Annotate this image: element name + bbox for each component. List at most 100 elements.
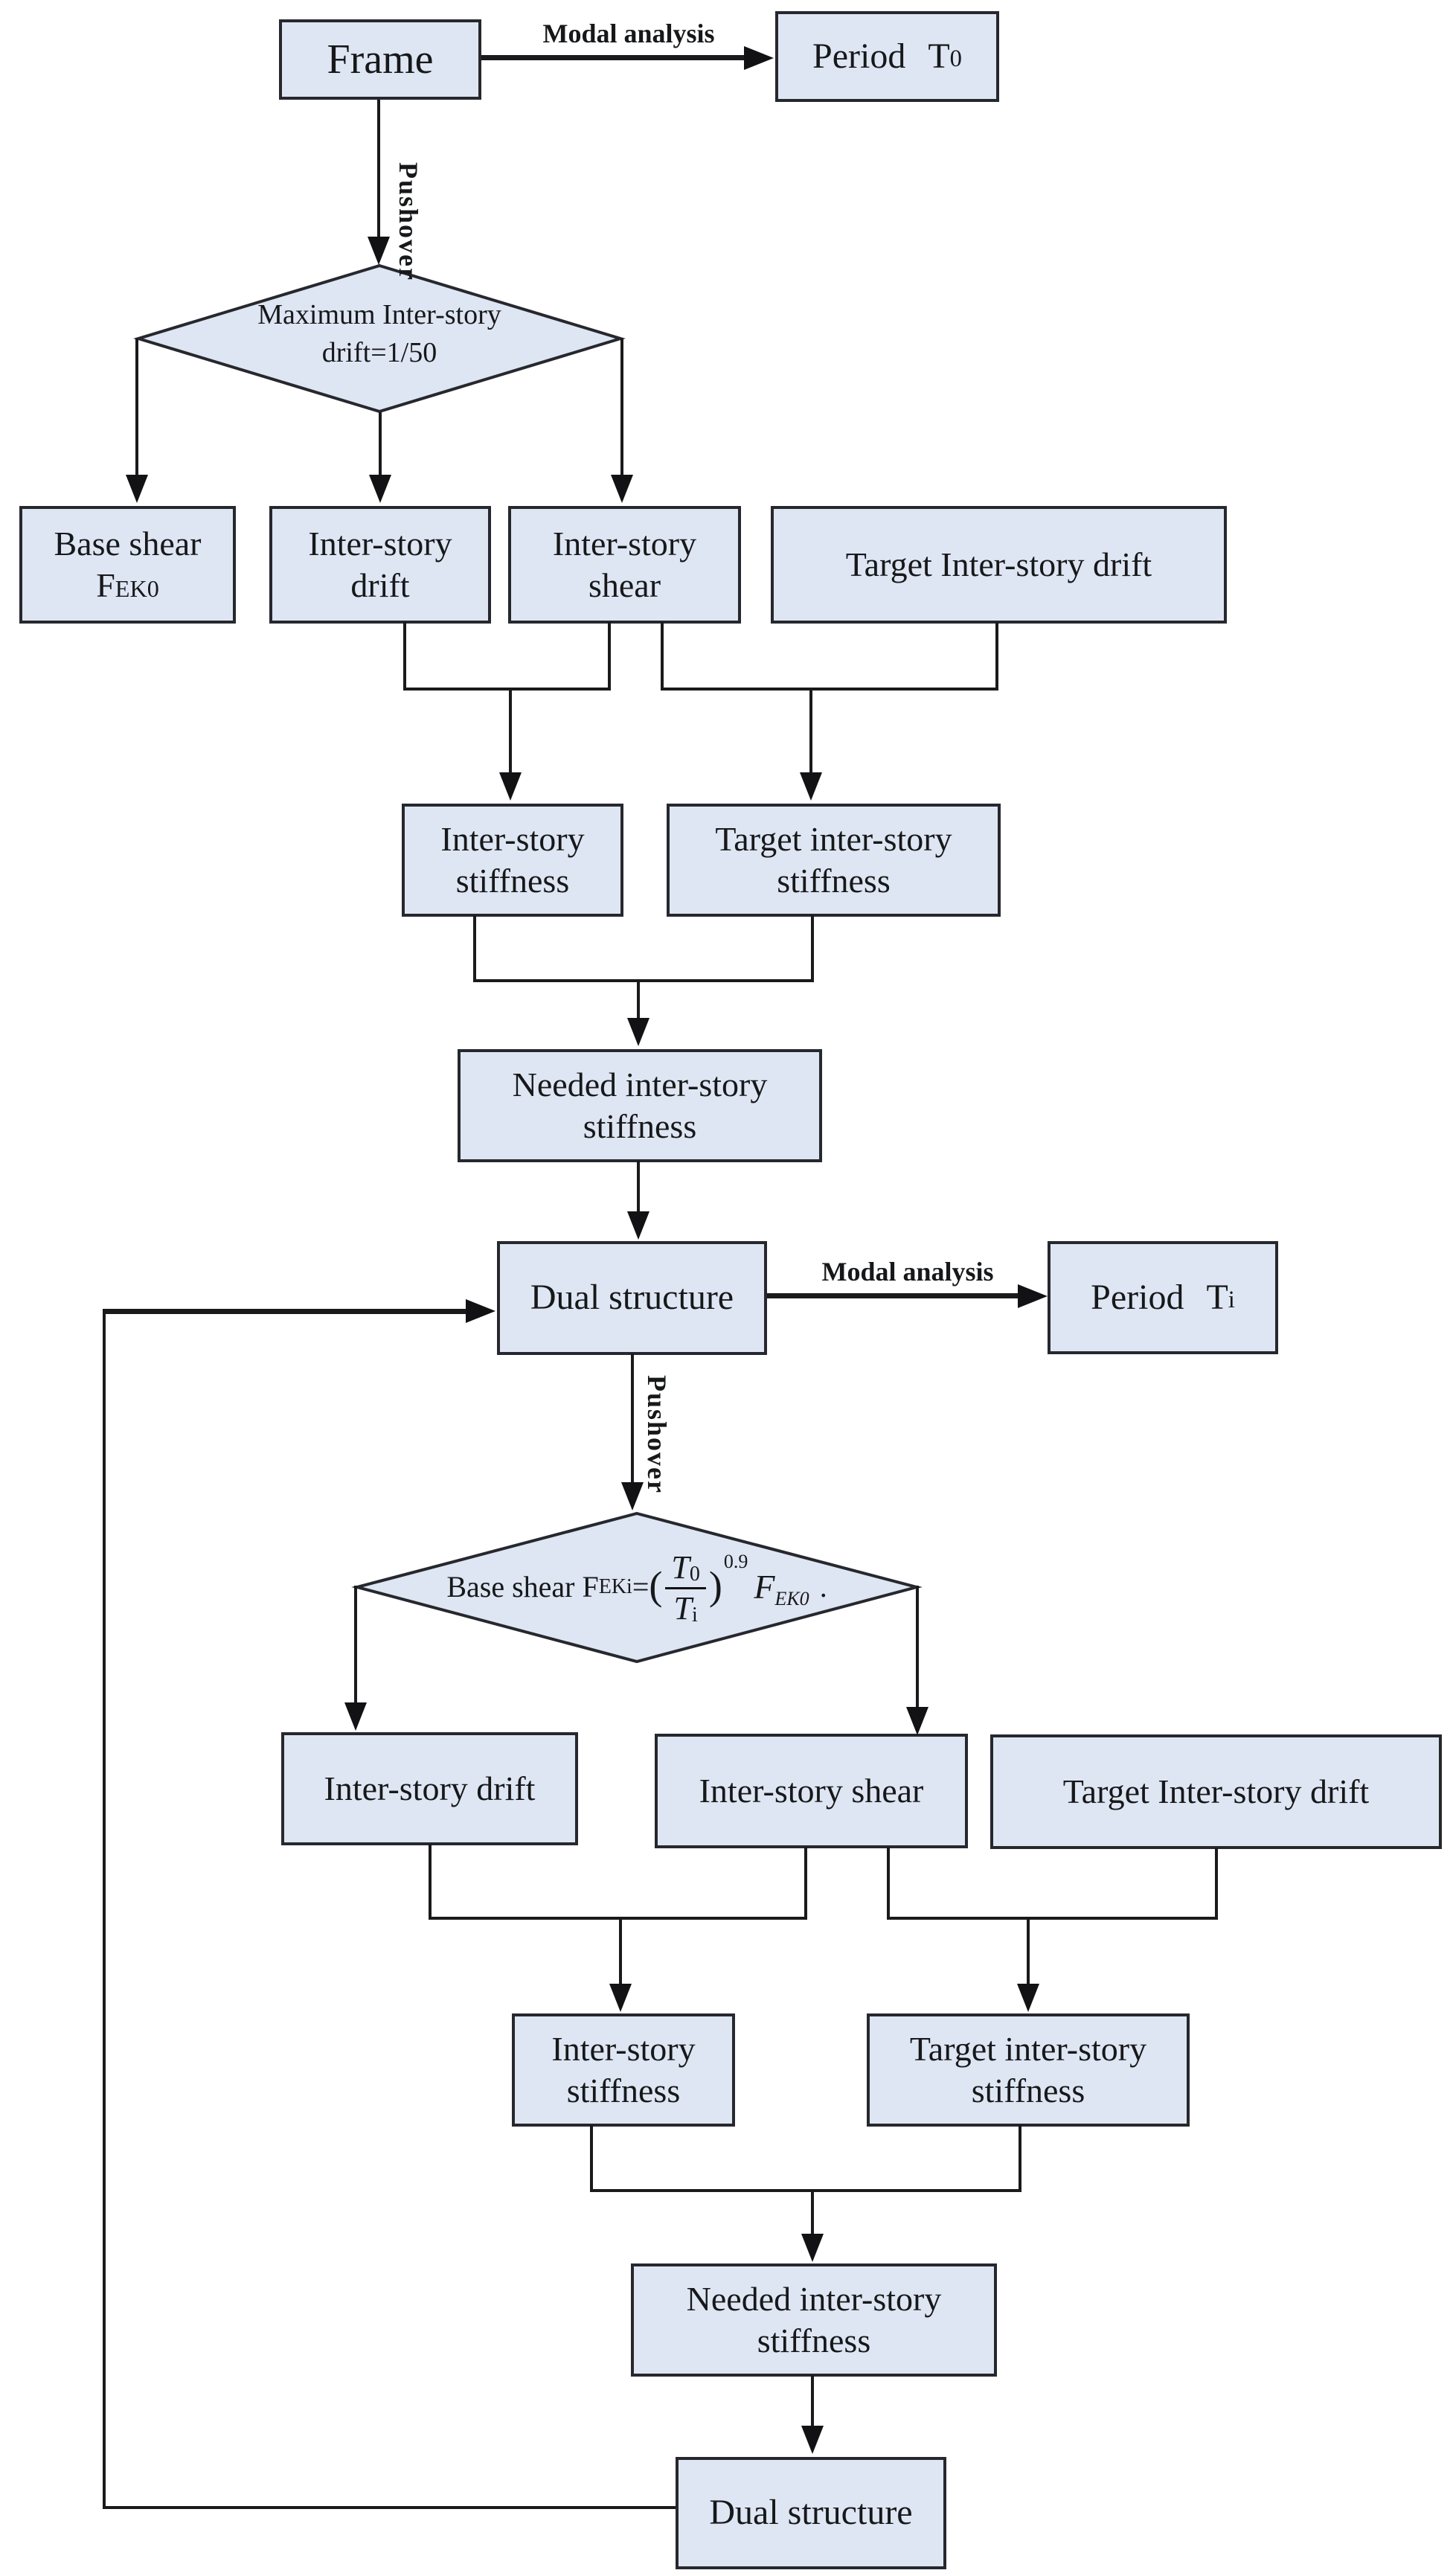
node-needed-stiffness-1: Needed inter-story stiffness — [458, 1049, 822, 1162]
period-t0-subscript: 0 — [949, 45, 962, 72]
arrow-to-stiffness1 — [509, 688, 512, 774]
connector-line — [590, 2125, 593, 2192]
node-inter-story-stiffness-1: Inter-story stiffness — [402, 804, 623, 917]
node-target-drift-2: Target Inter-story drift — [990, 1734, 1442, 1849]
node-inter-story-drift-1: Inter-story drift — [269, 506, 491, 624]
pushover-label-2: Pushover — [642, 1375, 672, 1494]
connector-line — [811, 915, 814, 982]
inter-story-drift-1-label: Inter-story drift — [308, 524, 452, 604]
arrow-needed2-to-dual2 — [811, 2375, 814, 2427]
connector-line — [429, 1917, 807, 1920]
connector-line — [887, 1917, 1218, 1920]
node-inter-story-stiffness-2: Inter-story stiffness — [512, 2013, 735, 2127]
arrow-needed1-to-dual1 — [637, 1161, 640, 1214]
formula-prefix-sub: EKi — [598, 1575, 632, 1598]
connector-line — [1215, 1848, 1218, 1920]
base-shear-line1: Base shear — [54, 524, 202, 563]
arrow-decision2-to-shear2 — [916, 1586, 919, 1708]
arrowhead-right — [1018, 1284, 1048, 1308]
formula-open-paren: ( — [649, 1563, 663, 1608]
arrow-to-stiffness2 — [619, 1917, 622, 1985]
target-stiffness-2-label: Target inter-story stiffness — [909, 2029, 1147, 2109]
connector-line — [473, 915, 476, 982]
arrow-to-target-stiffness1 — [809, 688, 812, 774]
arrowhead-down — [1017, 1984, 1039, 2012]
arrowhead-down — [800, 772, 822, 801]
node-inter-story-drift-2: Inter-story drift — [281, 1732, 578, 1845]
inter-story-stiffness-1-label: Inter-story stiffness — [440, 819, 585, 900]
frac-numerator-sub: 0 — [689, 1562, 700, 1586]
formula-factor: F — [754, 1568, 775, 1606]
arrowhead-down — [621, 1482, 644, 1510]
feedback-line-bottom — [103, 2506, 676, 2509]
base-shear-F: F — [96, 566, 115, 604]
arrowhead-down — [801, 2234, 824, 2262]
node-base-shear: Base shear FEK0 — [19, 506, 236, 624]
node-inter-story-shear-1: Inter-story shear — [508, 506, 741, 624]
connector-line — [661, 622, 664, 691]
decision-diamond-2 — [351, 1511, 923, 1664]
arrowhead-down — [499, 772, 522, 801]
arrowhead-down — [906, 1707, 928, 1735]
node-dual-structure-2: Dual structure — [676, 2457, 946, 2569]
arrow-dual1-to-period-ti — [767, 1293, 1018, 1298]
formula-factor-sub: EK0 — [774, 1588, 809, 1609]
period-t0-symbol: T — [928, 36, 950, 76]
arrow-to-needed-stiffness2 — [811, 2189, 814, 2235]
arrow-frame-to-decision1 — [377, 100, 380, 240]
connector-line — [804, 1847, 807, 1920]
period-ti-subscript: i — [1228, 1287, 1235, 1313]
arrowhead-right — [466, 1299, 495, 1323]
dual-structure-1-label: Dual structure — [530, 1278, 734, 1318]
connector-line — [473, 979, 814, 982]
connector-line — [429, 1844, 432, 1920]
target-drift-2-label: Target Inter-story drift — [1062, 1772, 1370, 1810]
arrowhead-down — [627, 1018, 649, 1046]
connector-line — [995, 622, 998, 691]
node-frame-label: Frame — [327, 36, 434, 83]
node-target-stiffness-1: Target inter-story stiffness — [667, 804, 1001, 917]
arrowhead-down — [369, 475, 391, 503]
target-drift-1-label: Target Inter-story drift — [845, 545, 1152, 583]
inter-story-shear-1-label: Inter-story shear — [552, 524, 697, 604]
dual-structure-2-label: Dual structure — [709, 2493, 913, 2533]
arrowhead-down — [344, 1702, 367, 1731]
node-target-stiffness-2: Target inter-story stiffness — [867, 2013, 1190, 2127]
arrowhead-down — [627, 1211, 649, 1240]
decision-diamond-1 — [133, 263, 626, 414]
arrow-decision1-to-shear1 — [620, 339, 623, 476]
decision-1-label: Maximum Inter-story drift=1/50 — [257, 299, 501, 369]
inter-story-drift-2-label: Inter-story drift — [324, 1769, 536, 1807]
connector-line — [661, 688, 998, 691]
arrow-decision1-to-drift1 — [379, 412, 382, 476]
arrow-to-target-stiffness2 — [1027, 1917, 1030, 1985]
feedback-line-left — [103, 1311, 106, 2509]
modal-analysis-label-2: Modal analysis — [821, 1257, 994, 1287]
formula-close-paren: ) — [708, 1563, 722, 1608]
formula-end-dot: . — [819, 1570, 827, 1603]
arrowhead-right — [744, 46, 774, 70]
inter-story-shear-2-label: Inter-story shear — [699, 1771, 924, 1810]
period-t0-word: Period — [812, 36, 906, 76]
inter-story-stiffness-2-label: Inter-story stiffness — [551, 2029, 696, 2109]
base-shear-sub: EK0 — [115, 575, 159, 602]
arrowhead-down — [611, 475, 633, 503]
period-ti-symbol: T — [1206, 1277, 1228, 1317]
arrow-frame-to-period-t0 — [481, 55, 747, 60]
needed-stiffness-2-label: Needed inter-story stiffness — [686, 2279, 942, 2359]
arrowhead-down — [368, 237, 390, 265]
connector-line — [608, 622, 611, 691]
formula-prefix: Base shear F — [446, 1570, 599, 1603]
formula-exponent: 0.9 — [723, 1551, 748, 1572]
needed-stiffness-1-label: Needed inter-story stiffness — [512, 1065, 768, 1145]
node-needed-stiffness-2: Needed inter-story stiffness — [631, 2263, 997, 2377]
connector-line — [403, 622, 406, 691]
modal-analysis-label-1: Modal analysis — [542, 19, 715, 48]
node-target-drift-1: Target Inter-story drift — [771, 506, 1227, 624]
connector-line — [887, 1847, 890, 1920]
